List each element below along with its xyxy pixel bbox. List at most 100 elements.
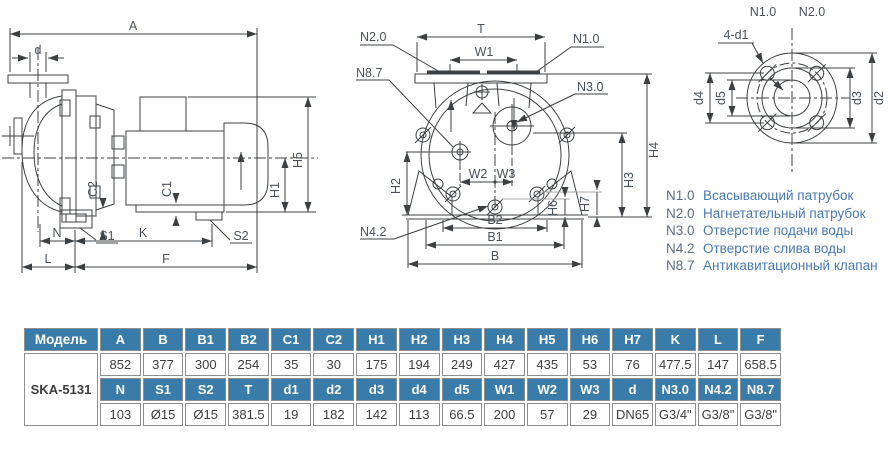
dim-header-cell: N: [100, 378, 141, 401]
dim-header-cell: S1: [142, 378, 184, 401]
legend-text: Нагнетательный патрубок: [703, 205, 866, 221]
ext-line: [21, 162, 213, 273]
leader-s2: [209, 219, 252, 244]
pump-volute-inner: [33, 103, 63, 207]
foot-right: [537, 170, 583, 216]
dim-value-cell: 30: [313, 353, 355, 376]
dim-header-cell: H4: [484, 328, 525, 351]
ext-line: [188, 96, 316, 213]
dim-value-cell: 658.5: [740, 353, 781, 376]
dim-header-cell: W1: [484, 378, 525, 401]
dim-value-cell: 200: [484, 403, 525, 426]
leader-n87: [356, 79, 454, 148]
flange-view-drawing: N1.0 N2.0 4-d1 d4 d5 d3 d2: [692, 5, 886, 172]
dim-label-d4: d4: [692, 91, 706, 105]
pump-foot-slot: [65, 213, 87, 223]
legend-code: N4.2: [666, 240, 695, 256]
dim-value-cell: G3/8": [697, 403, 739, 426]
dim-label-w1: W1: [475, 45, 494, 59]
dim-header-cell: F: [740, 328, 781, 351]
dim-label-n: N: [52, 226, 61, 240]
gray-ext-line: [502, 191, 602, 200]
label-n20: N2.0: [360, 30, 386, 44]
foot-left: [407, 170, 453, 216]
dim-label-h1: H1: [268, 182, 282, 198]
model-column-header: Модель: [24, 328, 98, 351]
leader-4d1: [751, 42, 764, 64]
casing-inner: [428, 88, 562, 222]
dim-header-cell: d2: [313, 378, 355, 401]
side-view-drawing: A d C2 C1 S1 S2 N K L F H5 H1: [2, 19, 318, 273]
dim-value-cell: 142: [356, 403, 397, 426]
dim-header-cell: C2: [313, 328, 355, 351]
legend-code: N8.7: [666, 258, 695, 273]
dim-value-cell: 852: [100, 353, 141, 376]
dim-header-cell: S2: [185, 378, 227, 401]
casing-bolts: [414, 126, 576, 216]
dim-label-f: F: [162, 252, 170, 266]
label-n10: N1.0: [573, 32, 599, 46]
dim-value-cell: 377: [142, 353, 184, 376]
pump-plate: [61, 89, 77, 223]
dim-label-d3: d3: [850, 91, 864, 105]
leader-n10: [535, 46, 604, 73]
dim-value-cell: 76: [612, 353, 653, 376]
port-centerline: [2, 126, 34, 146]
dim-value-cell: 381.5: [228, 403, 269, 426]
dim-line-small: [564, 192, 598, 215]
motor-body: [125, 130, 225, 206]
dim-header-cell: W3: [569, 378, 611, 401]
dim-value-cell: 477.5: [654, 353, 696, 376]
dim-value-cell: 147: [697, 353, 739, 376]
dim-label-a: A: [129, 19, 138, 33]
bolt: [59, 197, 71, 215]
dim-label-c2: C2: [86, 181, 100, 197]
model-name-cell: SKA-5131: [24, 353, 98, 426]
dim-value-cell: 300: [185, 353, 227, 376]
dim-value-cell: 19: [270, 403, 312, 426]
flange-bolt-holes: [757, 63, 827, 133]
label-n87: N8.7: [356, 66, 382, 80]
dim-header-cell: H5: [526, 328, 568, 351]
dim-header-cell: d4: [398, 378, 440, 401]
dim-header-cell: d5: [441, 378, 483, 401]
base-rail: [135, 204, 225, 213]
ext-line: [9, 28, 258, 273]
dim-header-cell: T: [228, 378, 269, 401]
front-view-drawing: T W1 N2.0 N1.0 N8.7 N3.0 N4.2 W2 W3 H2 H…: [356, 22, 661, 268]
table-row: Модель A B B1 B2 C1 C2 H1 H2 H3 H4 H5 H6…: [24, 328, 781, 351]
dim-header-cell: B: [142, 328, 184, 351]
pump-volute: [21, 95, 63, 213]
dim-header-cell: A: [100, 328, 141, 351]
dim-label-c1: C1: [160, 181, 174, 197]
legend-code: N3.0: [666, 223, 695, 238]
ext-line: [416, 42, 546, 72]
motor-foot: [195, 211, 223, 221]
dim-label-l: L: [45, 252, 52, 266]
dim-value-cell: 249: [441, 353, 483, 376]
dim-label-d: d: [35, 43, 42, 57]
lantern: [95, 103, 115, 211]
dim-value-cell: 435: [526, 353, 568, 376]
terminal-box: [139, 96, 187, 132]
bolt: [59, 99, 71, 117]
legend-text: Всасывающий патрубок: [703, 188, 854, 203]
dim-value-cell: 66.5: [441, 403, 483, 426]
center-dot: [493, 180, 497, 184]
hole-crosshair: [490, 104, 534, 148]
dim-header-cell: d1: [270, 378, 312, 401]
dim-label-h4: H4: [647, 142, 661, 158]
dim-header-cell: H3: [441, 328, 483, 351]
label-flange-n20: N2.0: [799, 5, 825, 19]
dim-header-cell: N4.2: [697, 378, 739, 401]
flange-crosshair: [736, 28, 850, 172]
dim-header-cell: B2: [228, 328, 269, 351]
dim-header-cell: N8.7: [740, 378, 781, 401]
table-row: SKA-5131 852 377 300 254 35 30 175 194 2…: [24, 353, 781, 426]
dim-label-b2: B2: [487, 213, 502, 227]
port-stems: [433, 82, 532, 109]
